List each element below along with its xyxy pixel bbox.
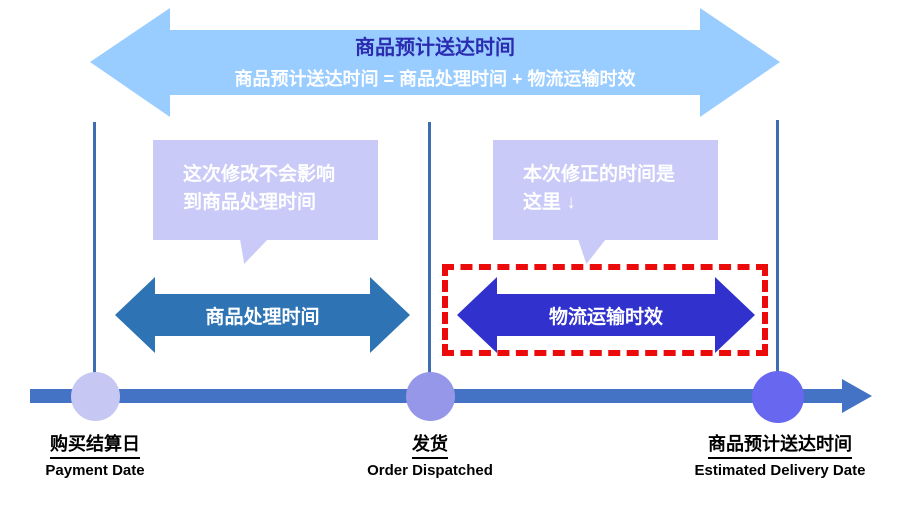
estimated-delivery-formula: 商品预计送达时间 = 商品处理时间 + 物流运输时效	[234, 68, 636, 89]
shipping-highlight-dashed-box	[442, 264, 768, 356]
processing-time-arrow: 商品处理时间	[115, 277, 410, 353]
payment-date-label-zh: 购买结算日	[50, 433, 140, 459]
processing-callout-line2: 到商品处理时间	[183, 192, 317, 213]
order-dispatched-label: 发货 Order Dispatched	[350, 433, 510, 480]
estimated-delivery-dot	[752, 371, 804, 423]
dispatch-connector-line	[428, 122, 431, 396]
processing-callout-line1: 这次修改不会影响	[183, 164, 336, 185]
order-dispatched-label-zh: 发货	[412, 433, 448, 459]
shipping-callout-line1: 本次修正的时间是	[523, 164, 676, 185]
payment-date-label: 购买结算日 Payment Date	[15, 433, 175, 480]
order-dispatched-dot	[406, 372, 455, 421]
processing-time-label: 商品处理时间	[205, 306, 320, 328]
order-dispatched-label-en: Order Dispatched	[367, 462, 493, 479]
estimated-delivery-span-arrow: 商品预计送达时间 商品预计送达时间 = 商品处理时间 + 物流运输时效	[90, 8, 780, 117]
estimated-delivery-title: 商品预计送达时间	[355, 36, 515, 59]
processing-callout-bubble: 这次修改不会影响 到商品处理时间	[153, 140, 378, 240]
estimated-delivery-label-zh: 商品预计送达时间	[708, 433, 852, 459]
payment-date-label-en: Payment Date	[45, 462, 145, 479]
estimated-delivery-label-en: Estimated Delivery Date	[694, 462, 866, 479]
estimated-delivery-label: 商品预计送达时间 Estimated Delivery Date	[685, 433, 875, 480]
shipping-callout-tail	[578, 239, 606, 264]
shipping-callout-bubble: 本次修正的时间是 这里 ↓	[493, 140, 718, 240]
payment-date-dot	[71, 372, 120, 421]
payment-connector-line	[93, 122, 96, 396]
shipping-callout-line2: 这里 ↓	[523, 192, 576, 213]
processing-callout-tail	[240, 239, 268, 264]
delivery-connector-line	[776, 120, 779, 396]
shipping-time-label: 物流运输时效	[548, 306, 663, 328]
